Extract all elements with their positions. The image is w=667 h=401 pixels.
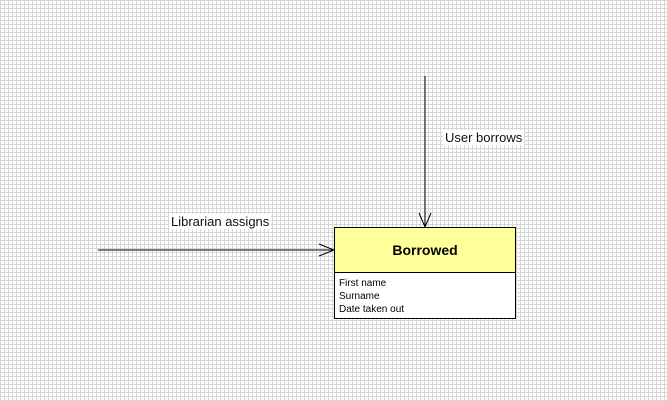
librarian-assigns-label: Librarian assigns	[169, 214, 272, 229]
entity-attributes: First name Surname Date taken out	[335, 273, 515, 316]
attribute-surname: Surname	[339, 291, 380, 302]
user-borrows-label: User borrows	[443, 130, 525, 145]
attribute-date-taken-out: Date taken out	[339, 304, 405, 315]
borrowed-entity[interactable]: Borrowed First name Surname Date taken o…	[334, 227, 516, 319]
user-borrows-arrow[interactable]	[418, 76, 432, 229]
attribute-first-name: First name	[339, 278, 387, 289]
entity-title: Borrowed	[392, 242, 458, 258]
entity-header: Borrowed	[335, 228, 515, 273]
librarian-assigns-arrow[interactable]	[98, 243, 336, 257]
